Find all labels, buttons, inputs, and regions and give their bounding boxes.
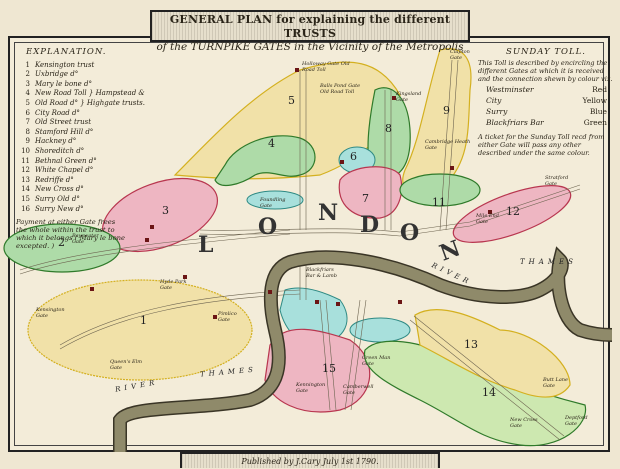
trust-number-11: 11 <box>432 196 446 209</box>
river-label-east-thames: THAMES <box>520 258 577 266</box>
gate-label-deptford: Deptford Gate <box>565 415 588 427</box>
gate-label-foundling: Foundling Gate <box>260 197 286 209</box>
gate-label-new-cross: New Cross Gate <box>510 417 538 429</box>
publisher-cartouche: Published by J.Cary July 1st 1790. <box>180 452 440 468</box>
city-label-l: L <box>198 232 214 258</box>
trust-number-2: 2 <box>58 236 65 249</box>
trust-zone-1 <box>27 279 253 381</box>
trust-number-12: 12 <box>506 205 520 218</box>
gate-label-cambridge-heath: Cambridge Heath Gate <box>425 139 471 151</box>
trust-zone-2 <box>3 223 121 273</box>
gate-label-kennington: Kennington Gate <box>296 382 326 394</box>
gate-label-kensington: Kensington Gate <box>36 307 65 319</box>
city-label-n: N <box>318 200 339 226</box>
title-line-2: of the TURNPIKE GATES in the Vicinity of… <box>156 41 464 53</box>
gate-label-queens-elm: Queen's Elm Gate <box>110 359 142 371</box>
trust-number-5: 5 <box>288 94 295 107</box>
gate-label-pimlico: Pimlico Gate <box>218 311 237 323</box>
gate-label-hyde-park: Hyde Park Gate <box>160 279 187 291</box>
gate-label-stratford: Stratford Gate <box>545 175 569 187</box>
city-label-o2: O <box>400 220 420 246</box>
sunday-toll-panel: SUNDAY TOLL. This Toll is described by e… <box>478 48 613 157</box>
trust-zone-15 <box>264 328 371 413</box>
trust-zone-5 <box>173 61 401 180</box>
trust-number-9: 9 <box>443 104 450 117</box>
gate-label-holloway: Holloway Gate Old Road Toll <box>302 61 350 73</box>
trust-number-4: 4 <box>268 137 275 150</box>
trust-number-14: 14 <box>482 386 496 399</box>
gate-label-kingsland: Kingsland Gate <box>396 91 422 103</box>
trust-number-13: 13 <box>464 338 478 351</box>
legend-payment-note: Payment at either Gate frees the whole w… <box>16 218 126 251</box>
trust-zone-8 <box>367 87 411 179</box>
sunday-toll-heading: SUNDAY TOLL. <box>506 47 586 57</box>
trust-zone-7 <box>338 166 403 219</box>
trust-zone-9 <box>402 48 472 194</box>
gate-label-butt-lane: Butt Lane Gate <box>543 377 568 389</box>
trust-zone-11 <box>399 173 481 207</box>
title-line-1: GENERAL PLAN for explaining the differen… <box>169 13 451 40</box>
gate-label-mile-end: Mile End Gate <box>476 213 499 225</box>
trust-zone-blue-south <box>349 317 411 343</box>
legend-heading: EXPLANATION. <box>26 47 107 57</box>
trust-zone-13 <box>414 309 571 398</box>
trust-zone-12 <box>452 185 572 243</box>
city-label-d: D <box>360 212 380 238</box>
gate-label-green-man: Green Man Gate <box>362 355 391 367</box>
trust-number-6: 6 <box>350 150 357 163</box>
gate-label-camberwell: Camberwell Gate <box>343 384 374 396</box>
trust-number-1: 1 <box>140 314 147 327</box>
sunday-toll-description: This Toll is described by encircling the… <box>478 59 613 83</box>
trust-number-7: 7 <box>362 192 369 205</box>
gate-label-clapton: Clapton Gate <box>450 49 470 61</box>
map-title-cartouche: GENERAL PLAN for explaining the differen… <box>150 10 470 53</box>
city-label-o: O <box>258 214 278 240</box>
sunday-toll-ticket-note: A ticket for the Sunday Toll recd from e… <box>478 133 605 157</box>
trust-number-15: 15 <box>322 362 336 375</box>
trust-number-3: 3 <box>162 204 169 217</box>
trust-zone-foundling <box>246 190 304 210</box>
trust-number-8: 8 <box>385 122 392 135</box>
gate-label-blackfriars-bar: Blackfriars Bar & Lamb <box>306 267 337 279</box>
gate-label-balls-pond: Balls Pond Gate Old Road Toll <box>320 83 361 95</box>
gate-label-bayswater: Bayswater Gate <box>72 233 99 245</box>
